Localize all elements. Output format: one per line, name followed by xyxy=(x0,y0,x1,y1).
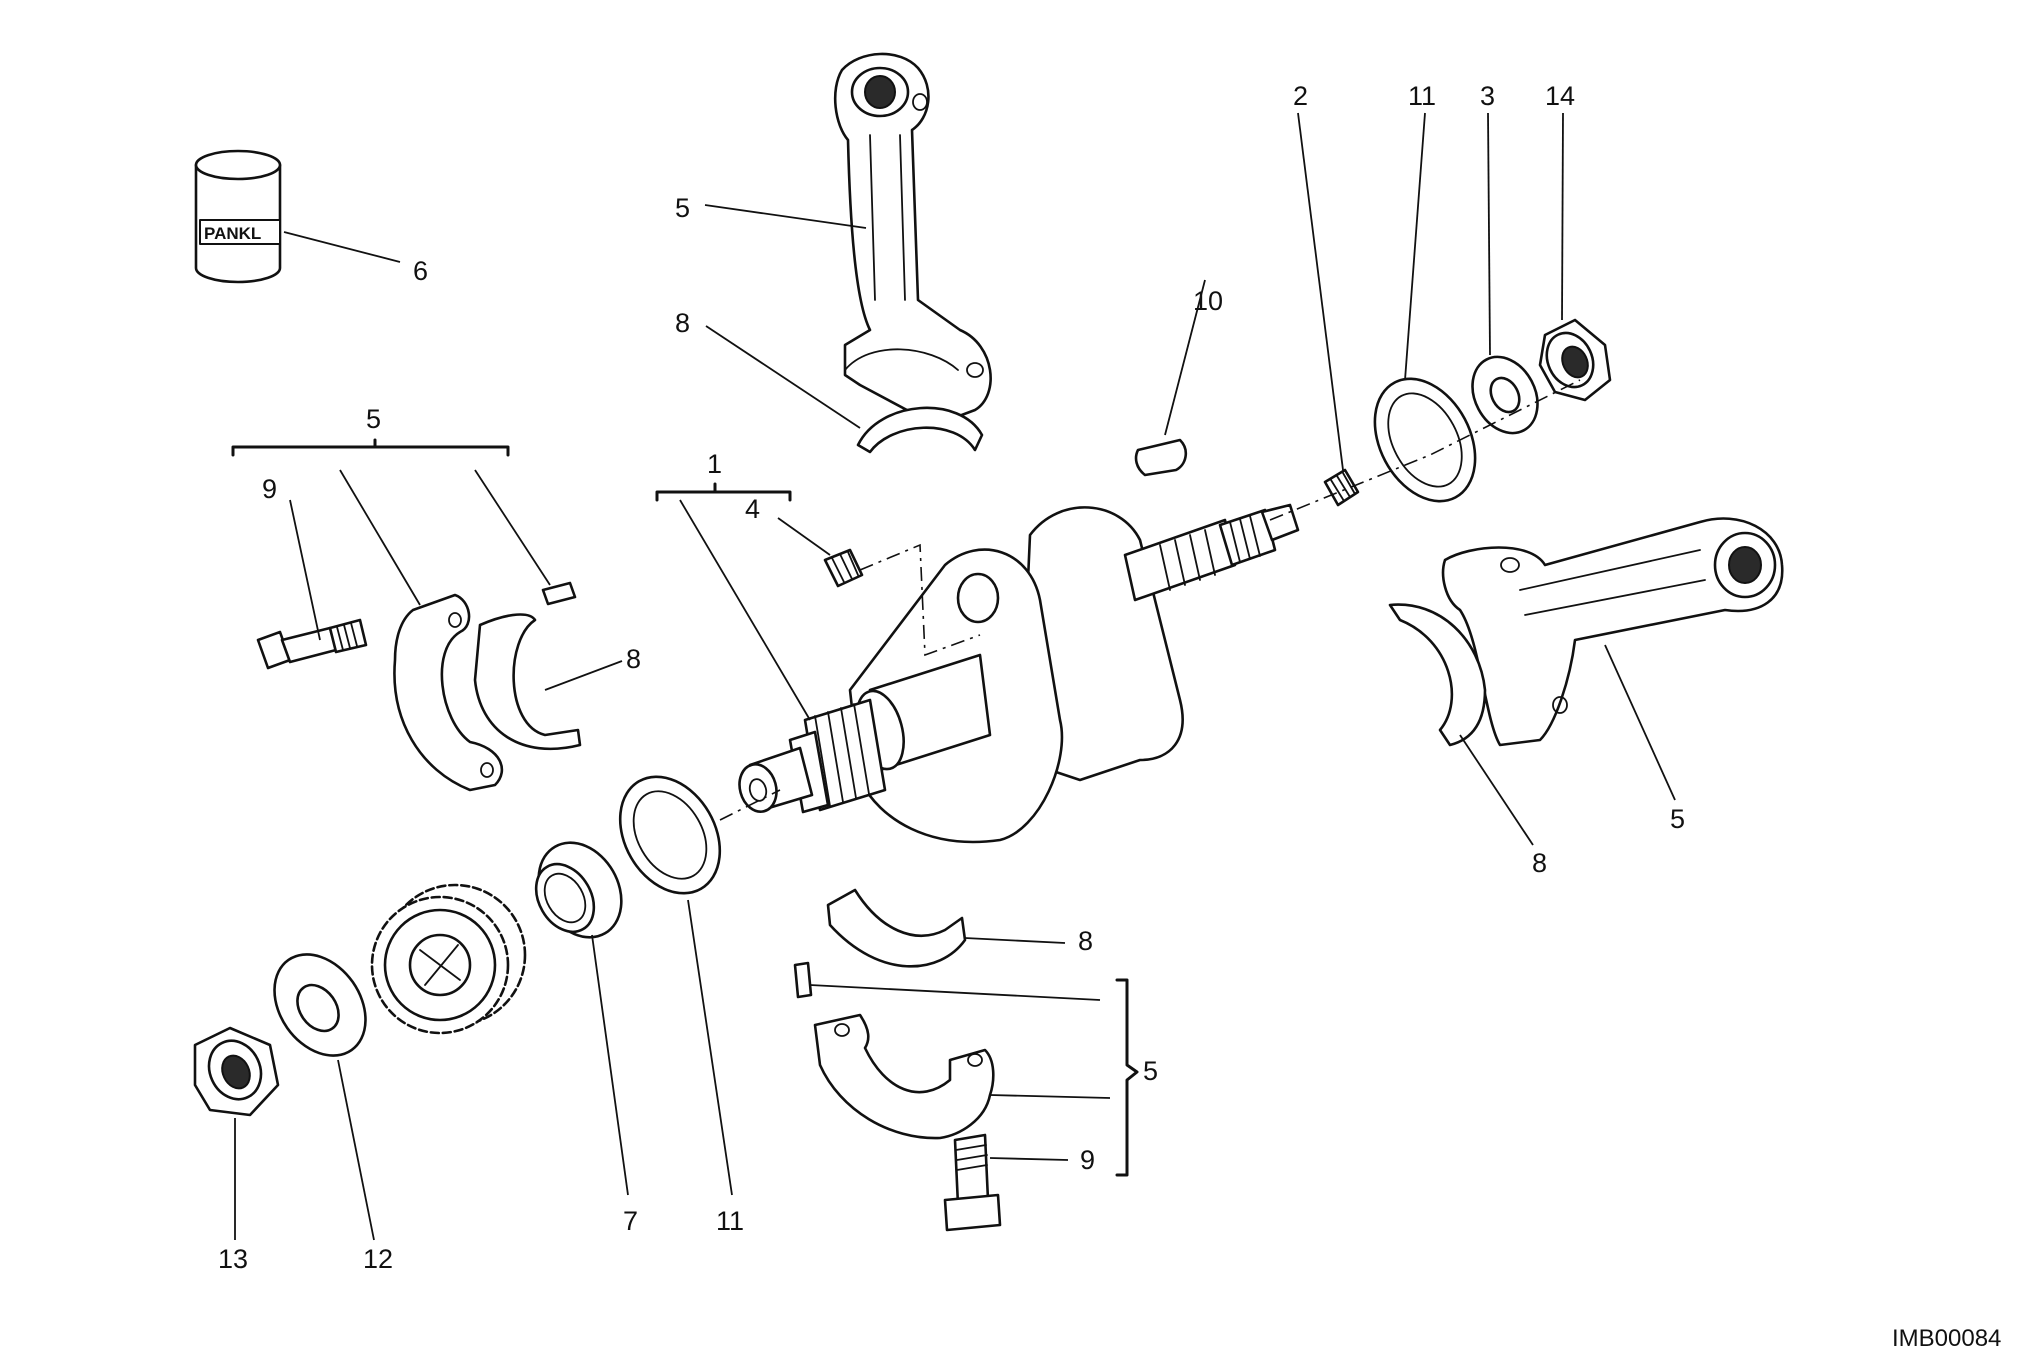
callout-7-seal: 7 xyxy=(623,1206,638,1236)
callout-5-bracket-bottom: 5 xyxy=(1143,1056,1158,1086)
callout-labels: 5 8 6 5 9 8 1 4 10 2 11 3 14 5 8 8 5 9 7… xyxy=(218,81,1685,1274)
callout-11-washer-bottom: 11 xyxy=(716,1206,744,1236)
callout-8-rod-top: 8 xyxy=(675,308,690,338)
part-11-washer-right xyxy=(1373,377,1477,503)
callout-13-nut: 13 xyxy=(218,1244,248,1274)
part-1-crankshaft xyxy=(738,503,1300,844)
figure-code: IMB00084 xyxy=(1892,1325,2001,1352)
part-10-woodruff-key xyxy=(1134,438,1188,477)
callout-8-shell-right: 8 xyxy=(1532,848,1547,878)
part-6-pankl-cylinder: PANKL xyxy=(194,149,282,284)
part-11-washer-bottom xyxy=(618,775,722,895)
callout-8-shell-bottom: 8 xyxy=(1078,926,1093,956)
callout-8-shell-left: 8 xyxy=(626,644,641,674)
callout-5-bracket-left: 5 xyxy=(366,404,381,434)
assembly-axes xyxy=(719,379,1581,821)
callout-5-rod-top: 5 xyxy=(675,193,690,223)
pankl-brand-label: PANKL xyxy=(204,224,261,243)
leader-lines xyxy=(234,112,1676,1241)
part-3-washer-small xyxy=(1471,355,1539,435)
part-5-cap-left xyxy=(256,581,582,792)
callout-9-bolt-bottom: 9 xyxy=(1080,1145,1095,1175)
callout-11-washer-right: 11 xyxy=(1408,81,1436,111)
group-brackets xyxy=(231,438,1139,1177)
part-12-tab-washer xyxy=(273,953,367,1057)
callout-3-washer-right: 3 xyxy=(1480,81,1495,111)
part-8-shell-bottom xyxy=(826,888,967,968)
callout-1-crankshaft: 1 xyxy=(707,449,722,479)
callout-12-washer: 12 xyxy=(363,1244,393,1274)
callout-2-plug-right: 2 xyxy=(1293,81,1308,111)
timing-gear xyxy=(370,883,527,1035)
part-5-cap-bottom xyxy=(793,961,1002,1232)
part-14-nut-right xyxy=(1538,318,1612,402)
callout-5-rod-right: 5 xyxy=(1670,804,1685,834)
part-13-nut-left xyxy=(193,1026,280,1117)
part-7-oil-seal xyxy=(534,841,623,939)
part-4-grub-screw xyxy=(823,548,864,588)
callout-9-bolt-left: 9 xyxy=(262,474,277,504)
callout-6-pankl: 6 xyxy=(413,256,428,286)
callout-10-key: 10 xyxy=(1193,286,1223,316)
part-5-connecting-rod-top xyxy=(833,52,992,454)
callout-14-nut-right: 14 xyxy=(1545,81,1575,111)
callout-4-plug: 4 xyxy=(745,494,760,524)
part-5-connecting-rod-right xyxy=(1388,517,1784,747)
part-2-grub-screw xyxy=(1323,468,1360,507)
